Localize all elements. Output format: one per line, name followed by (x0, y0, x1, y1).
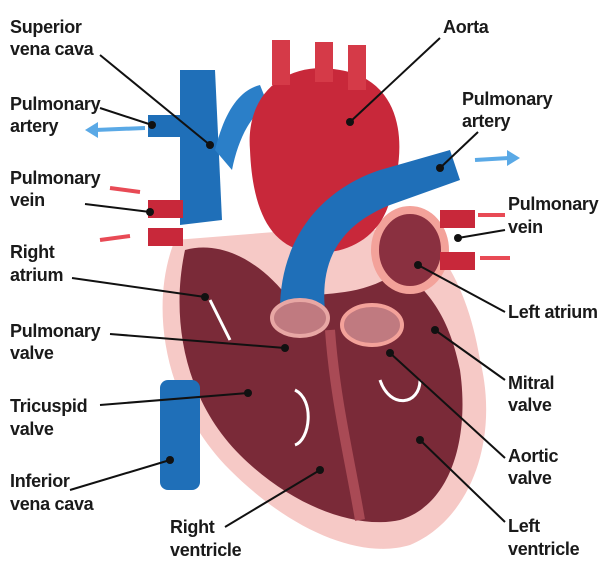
pulmonary-vein-left-shape (148, 200, 183, 218)
flow-arrow-icon (208, 299, 422, 447)
pulmonary-artery-left-shape (148, 115, 188, 137)
leader-lines (69, 37, 506, 528)
flow-arrow-icon (474, 156, 511, 162)
superior-vena-cava-shape (180, 70, 222, 225)
pulmonary-vein-left-shape (148, 228, 183, 246)
aorta-branch (348, 45, 366, 90)
pulmonary-trunk-shape (280, 150, 460, 310)
pulmonary-vein-right-shape (440, 252, 475, 270)
flow-arrow-icon (99, 186, 141, 242)
septum (325, 329, 365, 521)
aorta-branch (315, 42, 333, 82)
flow-arrow-icon (507, 150, 520, 166)
pulmonary-valve-shape (270, 298, 330, 338)
flow-arrow-icon (94, 126, 146, 132)
flow-arrow-icon (85, 122, 98, 138)
aorta-branch (272, 40, 290, 85)
svc-branch (215, 85, 268, 170)
label-left-atrium: Left atrium (508, 302, 598, 322)
pulmonary-vein-right-shape (440, 210, 475, 228)
aortic-valve-shape (340, 303, 404, 347)
label-aorta: Aorta (443, 17, 490, 37)
flow-arrow-icon (478, 213, 510, 260)
left-atrium-shape (371, 206, 449, 294)
